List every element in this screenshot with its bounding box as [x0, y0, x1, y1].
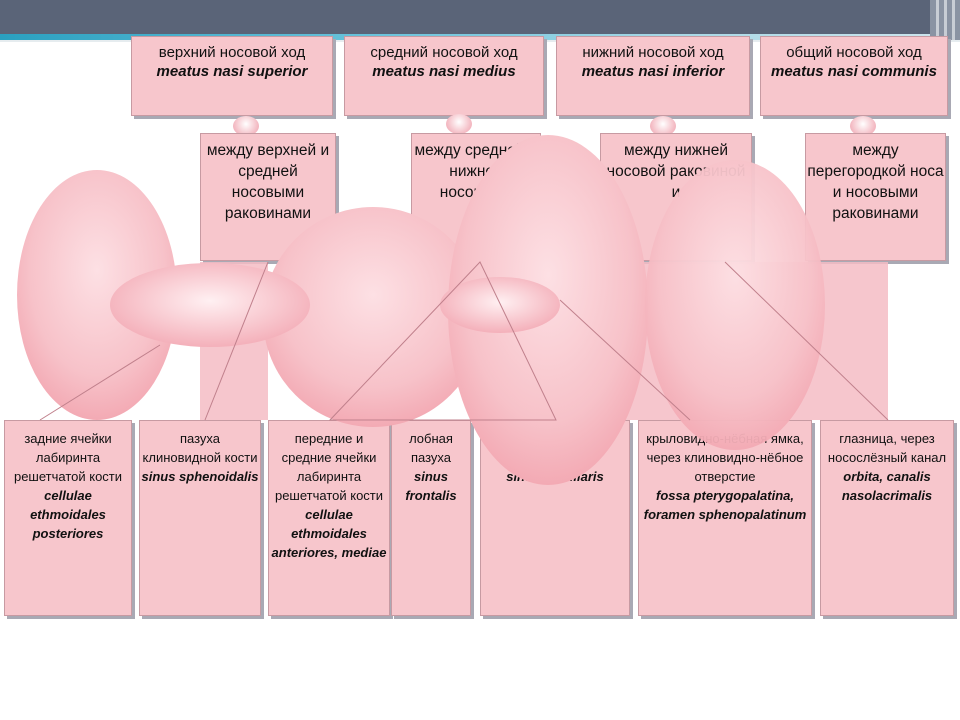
- bottom-box-frontal: лобная пазуха sinus frontalis: [391, 420, 471, 616]
- top-box-lat: meatus nasi superior: [156, 63, 308, 80]
- top-box-ru: верхний носовой ход: [158, 44, 306, 61]
- oval-right: [645, 160, 825, 450]
- bottom-box-lat: cellulae ethmoidales anteriores, mediae: [271, 507, 387, 560]
- corner-decoration: [930, 0, 960, 40]
- top-box-superior: верхний носовой ход meatus nasi superior: [131, 36, 333, 116]
- top-box-ru: нижний носовой ход: [582, 44, 724, 61]
- top-box-ru: общий носовой ход: [786, 44, 922, 61]
- connector-communis: [850, 116, 876, 136]
- bottom-box-ru: лобная пазуха: [409, 431, 453, 465]
- bottom-box-ru: задние ячейки лабиринта решетчатой кости: [13, 431, 123, 484]
- connector-inferior: [650, 116, 676, 136]
- bottom-box-lat: cellulae ethmoidales posteriores: [30, 488, 106, 541]
- connector-lines: [39, 261, 889, 421]
- top-box-inferior: нижний носовой ход meatus nasi inferior: [556, 36, 750, 116]
- bottom-box-ru: пазуха клиновидной кости: [142, 431, 258, 465]
- middle-box-communis: между перегородкой носа и носовыми раков…: [805, 133, 946, 261]
- middle-box-text: между перегородкой носа и носовыми раков…: [807, 142, 944, 222]
- bottom-box-posterior-ethmoid: задние ячейки лабиринта решетчатой кости…: [4, 420, 132, 616]
- bottom-box-lat: orbita, canalis nasolacrimalis: [841, 469, 933, 503]
- lens-horizontal-center: [440, 277, 560, 333]
- top-box-ru: средний носовой ход: [370, 44, 518, 61]
- bottom-box-anterior-ethmoid: передние и средние ячейки лабиринта реше…: [268, 420, 390, 616]
- top-box-lat: meatus nasi communis: [771, 63, 937, 80]
- bottom-box-sphenoid: пазуха клиновидной кости sinus sphenoida…: [139, 420, 261, 616]
- oval-left-large: [17, 170, 177, 420]
- bottom-box-lat: fossa pterygopalatina, foramen sphenopal…: [643, 488, 807, 522]
- bottom-box-ru: передние и средние ячейки лабиринта реше…: [274, 431, 384, 503]
- bottom-box-orbit: глазница, через носослёзный канал orbita…: [820, 420, 954, 616]
- connector-superior: [233, 116, 259, 136]
- top-box-medius: средний носовой ход meatus nasi medius: [344, 36, 544, 116]
- bottom-box-pterygopalatine: крыловидно-нёбная ямка, через клиновидно…: [638, 420, 812, 616]
- bottom-box-lat: sinus frontalis: [405, 469, 457, 503]
- lens-horizontal-left: [110, 263, 310, 347]
- top-box-lat: meatus nasi medius: [372, 63, 516, 80]
- middle-box-text: между верхней и средней носовыми раковин…: [206, 142, 330, 222]
- header-bar: [0, 0, 960, 34]
- bottom-box-ru: глазница, через носослёзный канал: [827, 431, 947, 465]
- oval-center-left: [263, 207, 483, 427]
- bottom-box-lat: sinus sphenoidalis: [141, 469, 259, 484]
- top-box-communis: общий носовой ход meatus nasi communis: [760, 36, 948, 116]
- connector-medius: [446, 114, 472, 134]
- top-box-lat: meatus nasi inferior: [581, 63, 725, 80]
